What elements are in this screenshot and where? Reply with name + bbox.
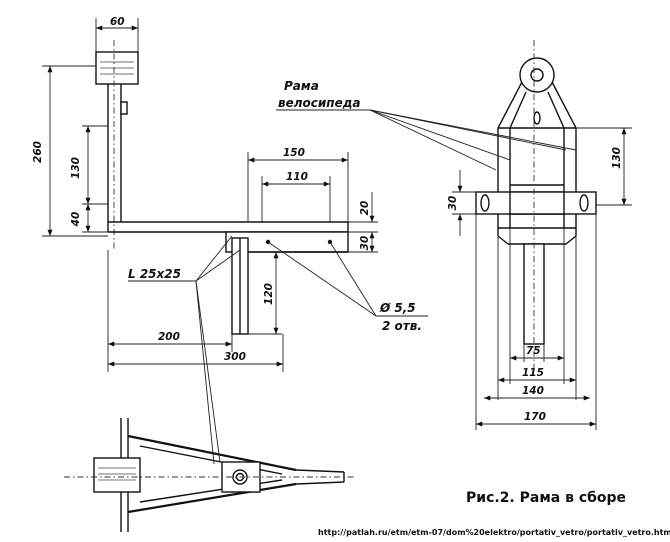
- dim-115: 115: [522, 367, 544, 379]
- dim-200: 200: [158, 331, 180, 343]
- dim-130: 130: [70, 157, 82, 179]
- top-view: [64, 280, 356, 532]
- figure-caption: Рис.2. Рама в сборе: [466, 490, 626, 506]
- dim-110: 110: [286, 171, 308, 183]
- dim-60: 60: [110, 16, 125, 28]
- frame-label-line2: велосипеда: [278, 96, 361, 110]
- dim-40: 40: [70, 212, 82, 228]
- source-url: http://patlah.ru/etm/etm-07/dom%20elektr…: [318, 528, 670, 537]
- hole-count-label: 2 отв.: [382, 319, 422, 333]
- side-view: 60 260 130 40: [32, 16, 428, 372]
- dim-140: 140: [522, 385, 544, 397]
- dim-260: 260: [32, 141, 44, 163]
- dim-75: 75: [526, 345, 541, 357]
- dim-30-right: 30: [447, 196, 459, 211]
- angle-profile-label: L 25x25: [128, 267, 181, 281]
- dim-150: 150: [283, 147, 305, 159]
- dim-170: 170: [524, 411, 546, 423]
- frame-label-line1: Рама: [284, 79, 319, 93]
- dim-20: 20: [359, 201, 371, 216]
- dim-300: 300: [224, 351, 246, 363]
- dim-120: 120: [263, 283, 275, 305]
- hole-diameter-label: Ø 5,5: [379, 301, 416, 315]
- dim-30-left: 30: [359, 236, 371, 251]
- front-view: Рама велосипеда 130 30 75 115 140: [276, 40, 632, 430]
- dim-130-right: 130: [611, 147, 623, 169]
